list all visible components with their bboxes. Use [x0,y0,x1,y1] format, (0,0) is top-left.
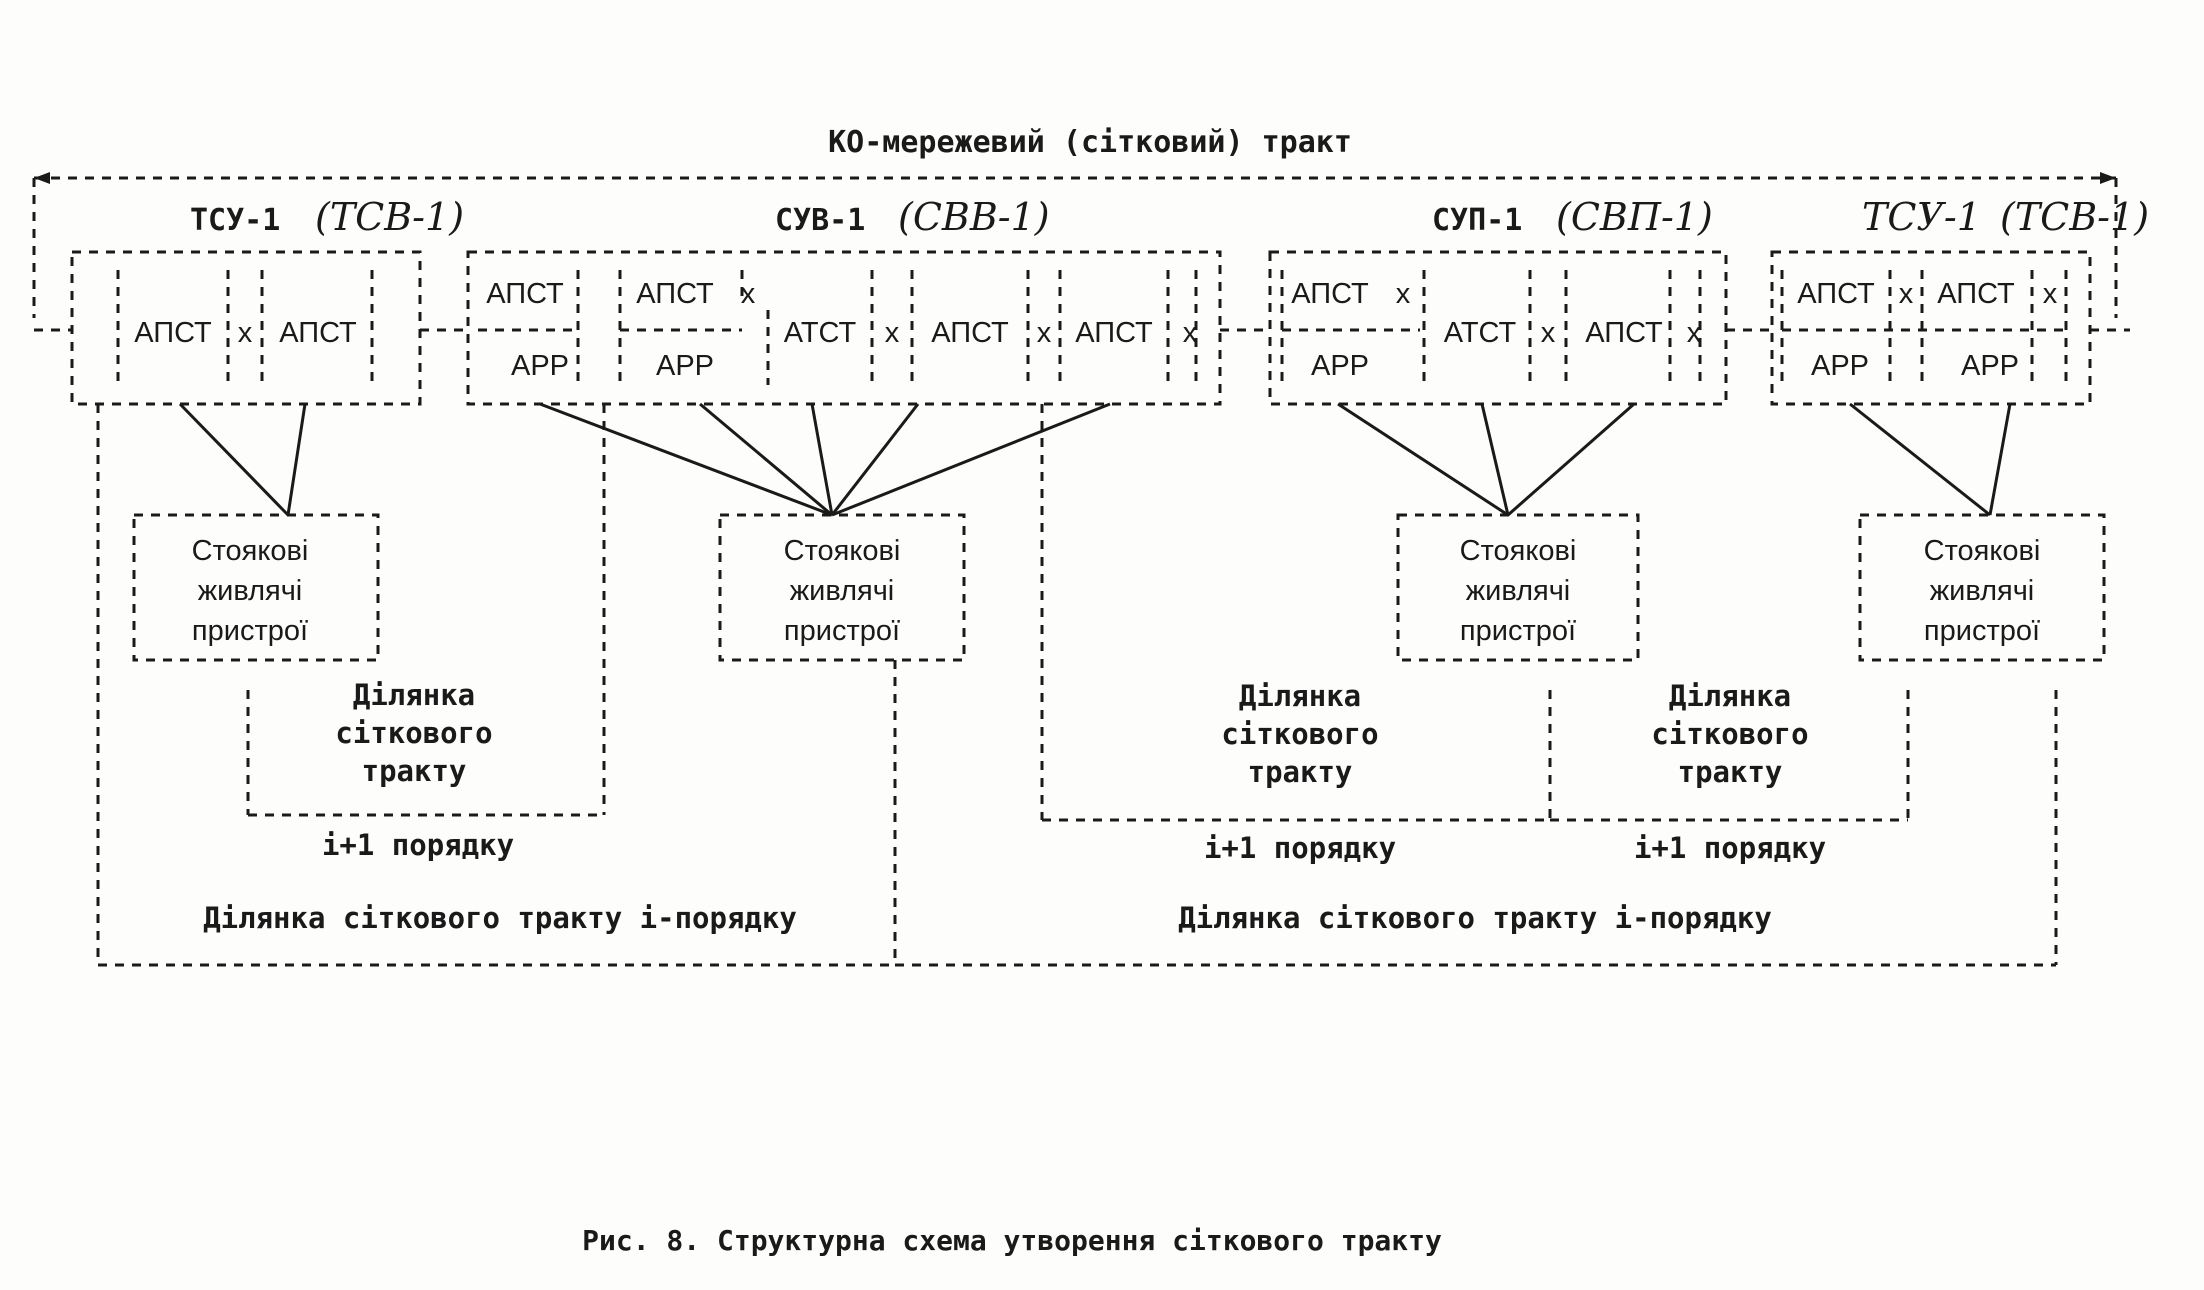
station-hand-3: (СВП-1) [1556,195,1713,239]
power-unit-line: Стоякові [1924,535,2041,567]
feed-line [1988,403,2012,516]
power-unit-line: Стоякові [784,535,901,567]
station-label-3: СУП-1 [1432,203,1522,238]
figure-caption: Рис. 8. Структурна схема утворення сітко… [582,1224,1442,1257]
x-block: х [238,317,253,349]
section-i1-label: Ділянка [1669,679,1791,713]
overall-span-arrow-right [2100,172,2116,184]
power-unit-line: пристрої [1460,615,1576,647]
x-block: х [1899,278,1914,310]
x-block: х [1541,317,1556,349]
power-unit-line: пристрої [784,615,900,647]
x-block: х [741,278,756,310]
power-unit-line: живлячі [1466,575,1571,607]
apst-block: АПСТ [1797,278,1875,310]
power-unit-box-2 [718,513,966,662]
section-i-label: Ділянка сіткового тракту і-порядку [1178,901,1772,935]
order-i1-label: і+1 порядку [1204,831,1396,865]
station-hand-1: (ТСВ-1) [315,195,464,239]
section-i1-label: сіткового [1221,717,1378,751]
station-hand-2: (СВВ-1) [898,195,1050,239]
apst-block: АПСТ [1075,317,1153,349]
station-block-1 [70,250,422,406]
atst-block: АТСТ [1444,317,1517,349]
arr-block: АРР [656,350,714,382]
feed-line [1507,402,1635,517]
apst-block: АПСТ [134,317,212,349]
section-i1-label: сіткового [1651,717,1808,751]
feed-line [699,402,833,517]
x-block: х [1037,317,1052,349]
feed-line [539,402,833,517]
apst-block: АПСТ [1937,278,2015,310]
feed-line [830,403,920,516]
apst-block: АПСТ [1291,278,1369,310]
apst-block: АПСТ [279,317,357,349]
x-block: х [885,317,900,349]
feed-line [178,402,290,517]
power-unit-box-4 [1858,513,2106,662]
apst-block: АПСТ [636,278,714,310]
feed-line [1480,403,1510,516]
section-i1-label: тракту [1248,755,1353,789]
order-i1-label: і+1 порядку [1634,831,1826,865]
feed-line [1849,402,1991,517]
feed-line [831,402,1111,517]
x-block: х [1687,317,1702,349]
section-i1-label: тракту [362,754,467,788]
atst-block: АТСТ [784,317,857,349]
apst-block: АПСТ [486,278,564,310]
section-i1-label: Ділянка [353,678,475,712]
x-block: х [1183,317,1198,349]
section-i1-label: Ділянка [1239,679,1361,713]
section-i-label: Ділянка сіткового тракту і-порядку [203,901,797,935]
station-label-1: ТСУ-1 [190,203,280,238]
arr-block: АРР [511,350,569,382]
apst-block: АПСТ [931,317,1009,349]
feed-line [1337,402,1509,517]
feed-line [810,403,834,516]
top-title: КО-мережевий (сітковий) тракт [828,125,1352,160]
arr-block: АРР [1311,350,1369,382]
station-hand-4b: (ТСВ-1) [2000,195,2149,239]
power-unit-line: Стоякові [192,535,309,567]
station-block-3 [1268,250,1728,406]
power-unit-line: пристрої [192,615,308,647]
section-i1-label: тракту [1678,755,1783,789]
power-unit-box-1 [132,513,380,662]
station-block-4 [1770,250,2092,406]
arr-block: АРР [1811,350,1869,382]
x-block: х [2043,278,2058,310]
station-hand-4a: ТСУ-1 [1862,195,1981,239]
arr-block: АРР [1961,350,2019,382]
station-label-2: СУВ-1 [775,203,865,238]
station-block-2 [466,250,1222,406]
overall-span-arrow-left [34,172,50,184]
x-block: х [1396,278,1411,310]
apst-block: АПСТ [1585,317,1663,349]
power-unit-line: живлячі [790,575,895,607]
power-unit-line: пристрої [1924,615,2040,647]
power-unit-line: Стоякові [1460,535,1577,567]
feed-line [286,403,307,516]
power-unit-line: живлячі [198,575,303,607]
power-unit-line: живлячі [1930,575,2035,607]
order-i1-label: і+1 порядку [322,828,514,862]
power-unit-box-3 [1396,513,1640,662]
section-i1-label: сіткового [335,716,492,750]
